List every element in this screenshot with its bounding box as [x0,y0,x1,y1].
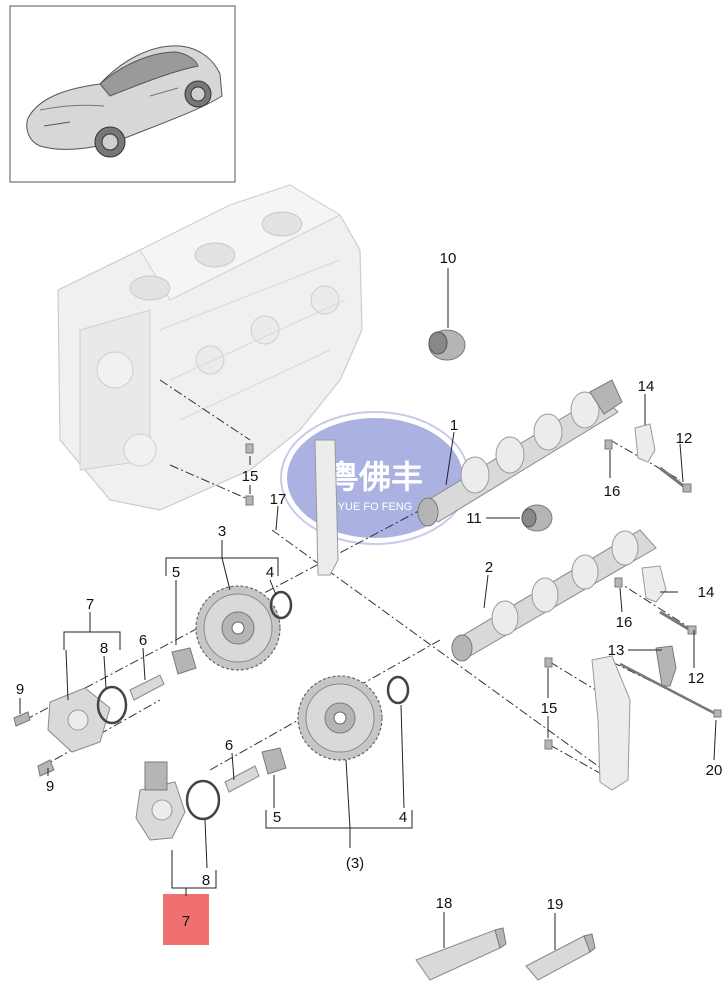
part-12-bolt-upper [659,466,692,493]
part-11-bushing [521,504,553,532]
part-20-bolt [619,662,722,718]
callout-12-bottom[interactable]: 12 [688,670,705,687]
callout-labels: 10 1 11 2 14 12 16 14 16 13 12 15 20 15 … [16,250,723,930]
part-10-bushing [428,329,466,361]
callout-18[interactable]: 18 [436,895,453,912]
part-15-pin-upper [544,657,553,668]
callout-1[interactable]: 1 [450,417,458,434]
upper-camshaft-adjuster [195,585,281,671]
part-5-washer-lower [261,747,287,775]
callout-4-top[interactable]: 4 [266,564,274,581]
callout-9-top[interactable]: 9 [16,681,24,698]
part-13-sensor [655,645,677,687]
part-5-washer-upper [171,647,197,675]
part-19-sealant-tube [525,933,596,981]
callout-13[interactable]: 13 [608,642,625,659]
part-2-camshaft [451,529,657,662]
part-9-bolt-lower [37,759,55,777]
callout-17[interactable]: 17 [270,491,287,508]
part-15-pin-head-upper [245,443,254,454]
watermark: 粤佛丰 YUE FO FENG [280,411,470,545]
callout-7-top[interactable]: 7 [86,596,94,613]
part-12-bolt-lower [659,610,697,635]
highlight-box-7[interactable] [163,894,209,945]
callout-10[interactable]: 10 [440,250,457,267]
part-16-pin-lower [614,577,623,588]
cylinder-head [57,184,363,511]
callout-7-bottom[interactable]: 7 [182,913,190,930]
callout-11[interactable]: 11 [466,510,482,527]
part-8-seal-upper [96,685,128,725]
callout-2[interactable]: 2 [485,559,493,576]
callout-3-top[interactable]: 3 [218,523,226,540]
callout-12-top[interactable]: 12 [676,430,693,447]
watermark-chinese: 粤佛丰 [327,458,423,496]
callout-5-bottom[interactable]: 5 [273,809,281,826]
callout-19[interactable]: 19 [547,896,564,913]
part-6-bolt-upper [129,674,165,701]
part-8-seal-lower [185,779,221,821]
part-7-cover-upper [47,687,111,753]
callout-16-top[interactable]: 16 [604,483,621,500]
callout-14-top[interactable]: 14 [638,378,655,395]
chain-guide-rail [591,655,631,791]
part-15-pin-head-lower [245,495,254,506]
part-15-pin-lower [544,739,553,750]
callout-5-top[interactable]: 5 [172,564,180,581]
part-6-bolt-lower [224,765,260,793]
part-14-bracket-upper [634,423,656,463]
lower-camshaft-adjuster [297,675,383,761]
part-7-solenoid-lower [135,761,186,841]
part-4-seal-upper [269,590,293,620]
leader-lines [19,268,717,950]
part-4-seal-lower [386,675,410,705]
part-17-guide [314,439,339,576]
callout-6-bottom[interactable]: 6 [225,737,233,754]
part-18-sealant-tube [415,927,507,981]
vehicle-thumbnail [9,5,236,183]
callout-14-bottom[interactable]: 14 [698,584,715,601]
callout-15-right[interactable]: 15 [541,700,558,717]
callout-8-bottom[interactable]: 8 [202,872,210,889]
callout-4-bottom[interactable]: 4 [399,809,407,826]
watermark-english: YUE FO FENG [338,501,413,513]
callout-6-top[interactable]: 6 [139,632,147,649]
callout-3-bottom[interactable]: (3) [346,855,364,872]
callout-15-left[interactable]: 15 [242,468,259,485]
part-9-bolt-upper [13,711,31,727]
part-14-bracket-lower [641,565,667,603]
callout-16-bottom[interactable]: 16 [616,614,633,631]
part-1-camshaft [417,379,623,527]
callout-8-top[interactable]: 8 [100,640,108,657]
callout-20[interactable]: 20 [706,762,723,779]
car-illustration [26,45,223,158]
callout-9-bottom[interactable]: 9 [46,778,54,795]
part-16-pin-upper [604,439,613,450]
